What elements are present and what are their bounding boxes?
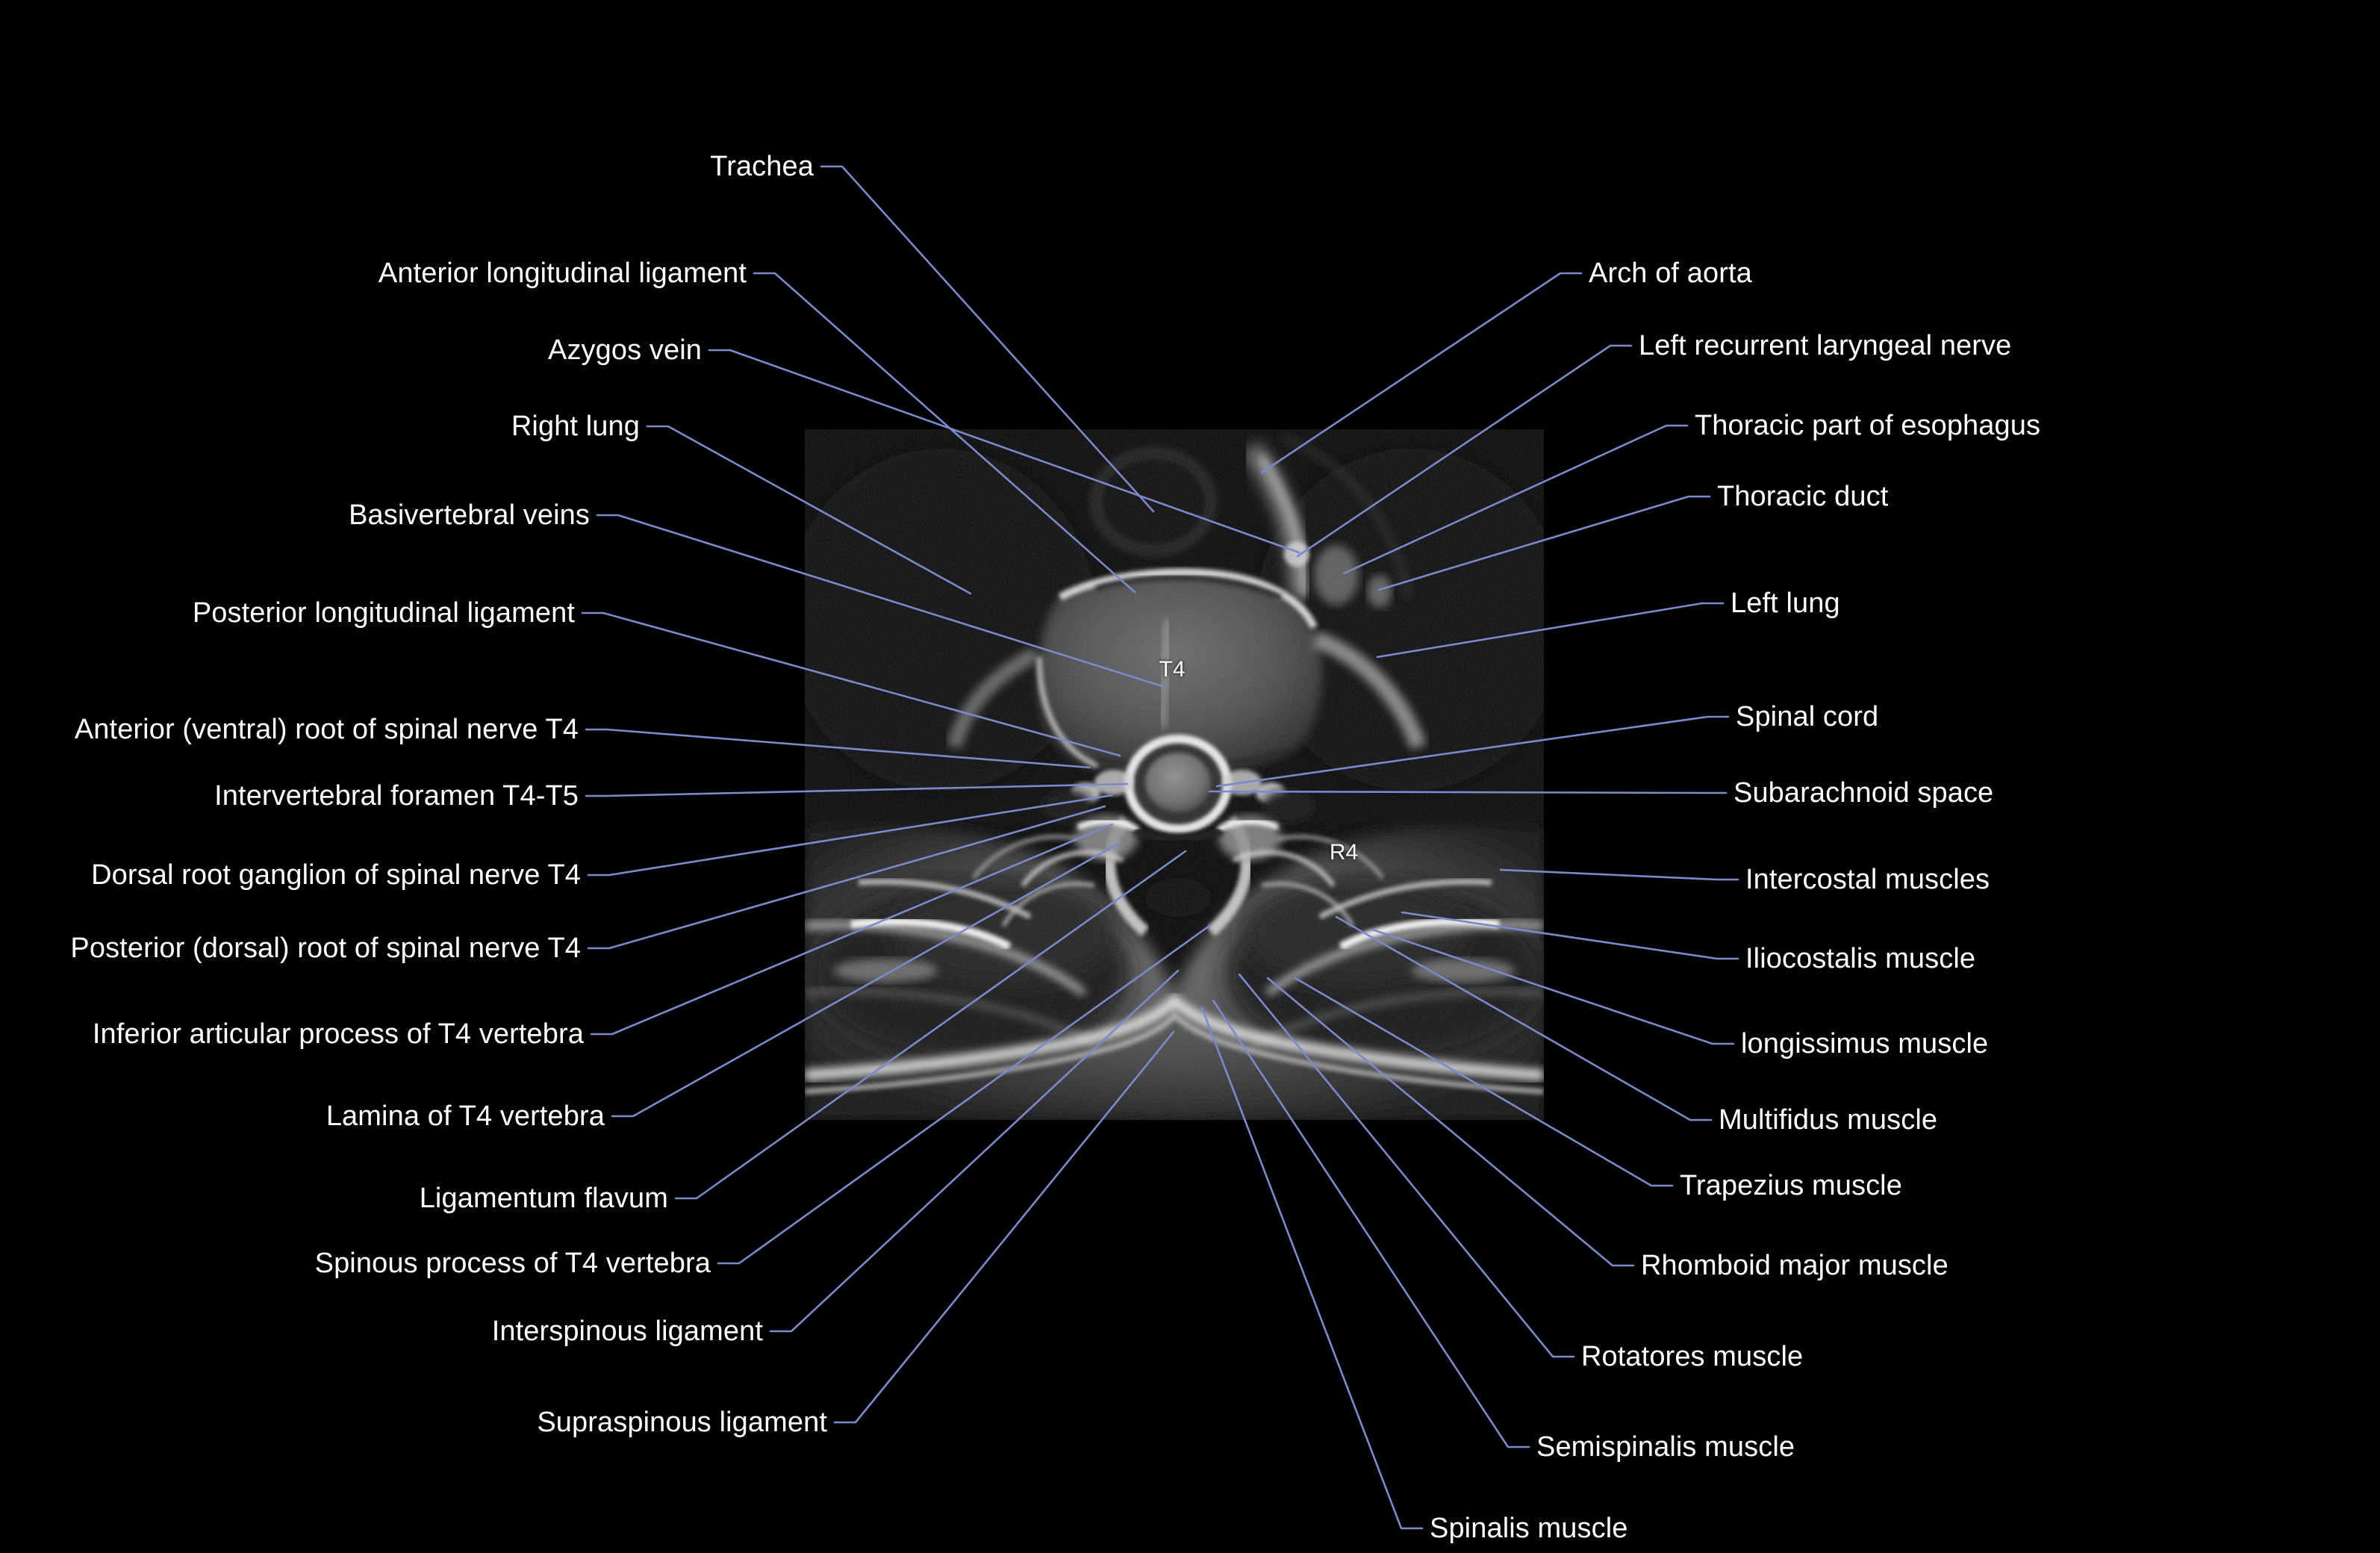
anatomy-label-iliocostalis-muscle: Iliocostalis muscle xyxy=(1745,943,1976,974)
anatomy-label-right-lung: Right lung xyxy=(511,411,640,442)
anatomy-label-thoracic-duct: Thoracic duct xyxy=(1717,481,1889,512)
anatomy-label-trachea: Trachea xyxy=(710,151,814,182)
anatomy-label-longissimus-muscle: longissimus muscle xyxy=(1741,1028,1989,1059)
anatomy-label-rotatores-muscle: Rotatores muscle xyxy=(1581,1341,1804,1372)
anatomy-label-basivertebral-veins: Basivertebral veins xyxy=(349,499,590,531)
anatomy-label-trapezius-muscle: Trapezius muscle xyxy=(1680,1170,1902,1201)
anatomy-label-interspinous-ligament: Interspinous ligament xyxy=(491,1316,763,1347)
anatomy-label-left-lung: Left lung xyxy=(1731,588,1840,619)
anatomy-label-inferior-articular-process-of-t4-vertebra: Inferior articular process of T4 vertebr… xyxy=(92,1018,584,1050)
anatomy-label-spinalis-muscle: Spinalis muscle xyxy=(1430,1513,1628,1544)
anatomy-label-spinal-cord: Spinal cord xyxy=(1736,701,1879,732)
anatomy-label-anterior-longitudinal-ligament: Anterior longitudinal ligament xyxy=(378,258,747,289)
anatomy-label-intercostal-muscles: Intercostal muscles xyxy=(1745,864,1990,895)
anatomy-label-posterior-longitudinal-ligament: Posterior longitudinal ligament xyxy=(192,597,575,629)
anatomy-label-azygos-vein: Azygos vein xyxy=(548,334,702,366)
anatomy-label-rhomboid-major-muscle: Rhomboid major muscle xyxy=(1641,1250,1948,1281)
anatomy-label-dorsal-root-ganglion-of-spinal-nerve-t4: Dorsal root ganglion of spinal nerve T4 xyxy=(91,859,581,891)
anatomy-label-thoracic-part-of-esophagus: Thoracic part of esophagus xyxy=(1695,410,2041,441)
scan-marker-t4: T4 xyxy=(1159,657,1186,682)
anatomy-label-posterior-dorsal-root-of-spinal-nerve-t4: Posterior (dorsal) root of spinal nerve … xyxy=(70,933,581,964)
anatomy-label-anterior-ventral-root-of-spinal-nerve-t4: Anterior (ventral) root of spinal nerve … xyxy=(74,714,579,745)
anatomy-label-lamina-of-t4-vertebra: Lamina of T4 vertebra xyxy=(325,1101,605,1132)
anatomy-label-supraspinous-ligament: Supraspinous ligament xyxy=(537,1407,827,1438)
anatomy-label-spinous-process-of-t4-vertebra: Spinous process of T4 vertebra xyxy=(314,1248,711,1279)
anatomy-label-intervertebral-foramen-t4-t5: Intervertebral foramen T4-T5 xyxy=(214,780,579,812)
anatomy-label-semispinalis-muscle: Semispinalis muscle xyxy=(1536,1431,1795,1463)
anatomy-label-multifidus-muscle: Multifidus muscle xyxy=(1719,1104,1938,1136)
anatomy-label-subarachnoid-space: Subarachnoid space xyxy=(1733,777,1994,809)
anatomy-label-left-recurrent-laryngeal-nerve: Left recurrent laryngeal nerve xyxy=(1639,330,2012,361)
anatomy-label-ligamentum-flavum: Ligamentum flavum xyxy=(419,1183,668,1214)
anatomy-label-arch-of-aorta: Arch of aorta xyxy=(1589,258,1752,289)
scan-marker-r4: R4 xyxy=(1329,840,1359,865)
